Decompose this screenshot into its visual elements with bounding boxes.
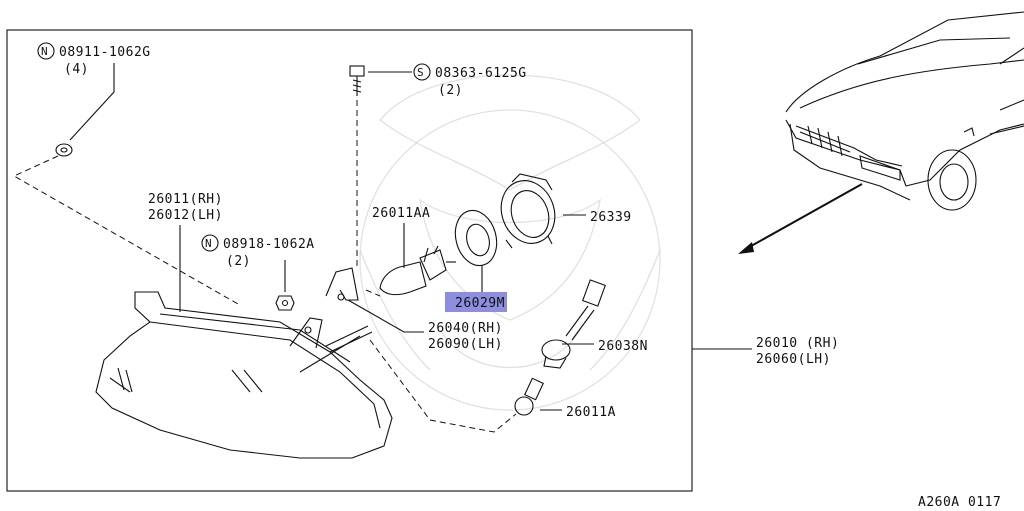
svg-text:26011A: 26011A <box>566 405 616 420</box>
part-26040-label: 26040(RH) 26090(LH) <box>428 321 503 352</box>
headlamp-housing <box>95 267 393 459</box>
leader-08911 <box>69 63 115 141</box>
part-26029m-highlight[interactable] <box>445 292 507 312</box>
svg-text:08911-1062G: 08911-1062G <box>59 45 151 60</box>
part-26011aa-label: 26011AA <box>372 206 430 221</box>
svg-text:26339: 26339 <box>590 210 632 225</box>
part-26029m-label[interactable]: 26029M <box>455 296 505 311</box>
svg-text:26012(LH): 26012(LH) <box>148 208 223 223</box>
part-26339-label: 26339 <box>590 210 632 225</box>
part-08363-label: S 08363-6125G (2) <box>413 63 527 98</box>
part-08911-label: N 08911-1062G (4) <box>37 42 151 77</box>
svg-text:26011(RH): 26011(RH) <box>148 192 223 207</box>
screw-icon <box>349 65 365 96</box>
part-08918-label: N 08918-1062A (2) <box>201 234 315 269</box>
reference-code: A260A 0117 <box>918 495 1001 510</box>
seal-gasket <box>454 209 498 267</box>
small-bulb <box>514 377 544 416</box>
part-26011a-label: 26011A <box>566 405 616 420</box>
car-front-illustration <box>785 11 1024 211</box>
dashed-mount-line-1 <box>12 155 239 305</box>
svg-text:26090(LH): 26090(LH) <box>428 337 503 352</box>
halogen-bulb <box>379 245 456 296</box>
dashed-bulb-line <box>365 289 381 297</box>
svg-text:26040(RH): 26040(RH) <box>428 321 503 336</box>
svg-text:(2): (2) <box>226 254 251 269</box>
svg-text:N: N <box>41 45 48 58</box>
svg-text:26060(LH): 26060(LH) <box>756 352 831 367</box>
svg-text:26011AA: 26011AA <box>372 206 430 221</box>
diagram-frame <box>6 29 693 492</box>
svg-text:08363-6125G: 08363-6125G <box>435 66 527 81</box>
washer-icon <box>55 143 73 157</box>
svg-text:26038N: 26038N <box>598 339 648 354</box>
svg-text:N: N <box>205 237 212 250</box>
svg-text:08918-1062A: 08918-1062A <box>223 237 315 252</box>
watermark-emblem <box>359 74 661 411</box>
svg-text:S: S <box>417 66 424 79</box>
part-26011-rh-label: 26011(RH) 26012(LH) <box>148 192 223 223</box>
part-26010-label: 26010 (RH) 26060(LH) <box>756 336 839 367</box>
svg-text:26010 (RH): 26010 (RH) <box>756 336 839 351</box>
part-26038n-label: 26038N <box>598 339 648 354</box>
svg-text:(2): (2) <box>438 83 463 98</box>
leader-26040 <box>347 299 424 333</box>
retainer-ring <box>500 173 556 249</box>
direction-arrow <box>738 183 863 254</box>
dashed-small-bulb-line <box>369 339 517 433</box>
socket-connector <box>541 279 606 369</box>
svg-text:(4): (4) <box>64 62 89 77</box>
nut-icon <box>275 295 295 311</box>
